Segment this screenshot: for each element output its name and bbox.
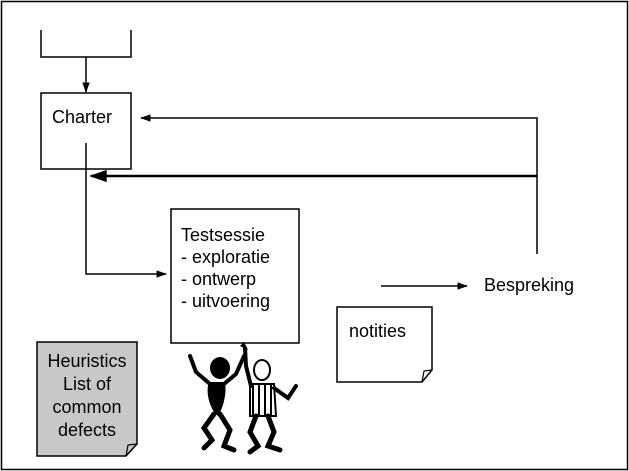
input-bracket [40,30,132,58]
heuristics-line-4: defects [57,420,117,440]
testsessie-item-uitvoering: - uitvoering [181,291,271,311]
notities-note [336,306,433,383]
heuristics-line-3: common [52,397,122,417]
heuristics-fold [125,443,138,457]
heuristics-line-2: List of [62,374,112,394]
heuristics-text: Heuristics List of common defects [37,350,137,442]
testsessie-item-ontwerp: - ontwerp [181,269,257,289]
notities-fold [421,369,433,383]
notities-label: notities [349,321,407,341]
testsessie-title: Testsessie [181,225,266,245]
arrow-charter-to-testsessie [85,143,168,278]
heuristics-note [36,341,138,457]
heuristics-line-1: Heuristics [47,351,127,371]
arrow-feedback-upper [139,114,538,254]
charter-label: Charter [52,107,113,127]
testsessie-item-exploratie: - exploratie [181,247,271,267]
testsessie-text: Testsessie - exploratie - ontwerp - uitv… [181,224,270,312]
testsessie-box [170,208,300,344]
bespreking-label: Bespreking [484,275,575,295]
dancing-figures-icon [188,342,298,455]
